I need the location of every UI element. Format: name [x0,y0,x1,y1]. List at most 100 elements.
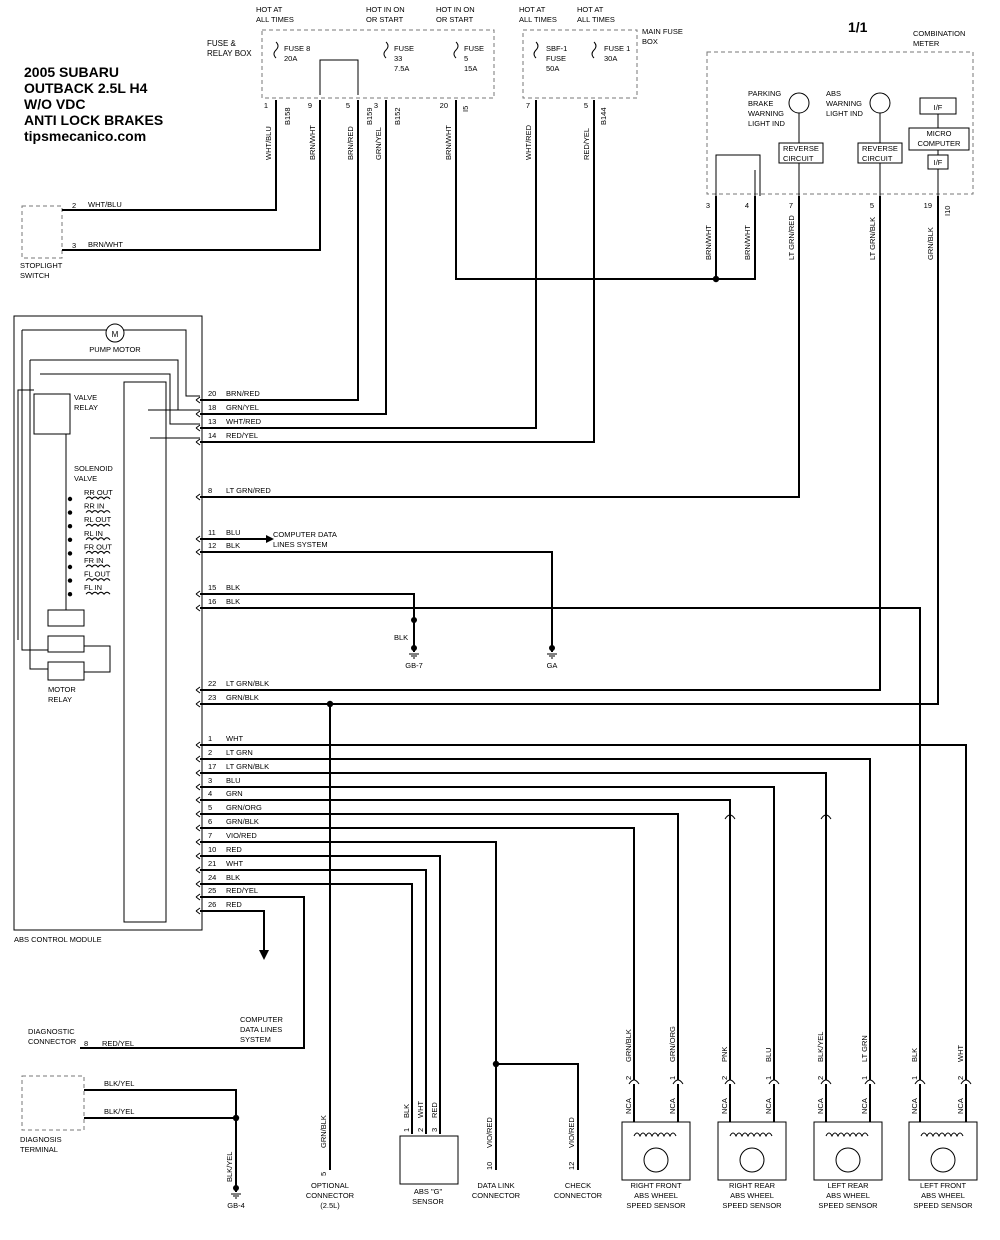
wheel-sensor-label: ABS WHEEL [921,1191,965,1200]
module-pin-number: 22 [208,679,216,688]
module-pin-wire-color: RED [226,900,242,909]
solenoid-coil [85,496,111,500]
main-fuse-box-label: BOX [642,37,658,46]
module-pin-wire-color: GRN/BLK [226,693,259,702]
fuse-rating: 30A [604,54,617,63]
check-connector-label: CHECK [565,1181,591,1190]
wire-color-label: RED/YEL [102,1039,134,1048]
module-pin-wire-color: BLK [226,583,240,592]
micro-computer-label: COMPUTER [918,139,962,148]
pin-number: 7 [526,101,530,110]
solenoid-node [67,551,73,556]
module-pin-wire-color: GRN [226,789,243,798]
wheel-sensor-label: SPEED SENSOR [913,1201,973,1210]
inline-connector [864,1079,876,1085]
pin-number: 1 [910,1076,919,1080]
pin-number: 7 [789,201,793,210]
module-pin-number: 20 [208,389,216,398]
wire-color-label: VIO/RED [485,1117,494,1148]
wire-lt-grn-lr [200,758,871,1080]
diagnostic-connector-label: CONNECTOR [28,1037,77,1046]
wire-color-label: BRN/WHT [704,225,713,260]
solenoid-node [67,537,73,542]
wire-lt-grn-red [200,196,800,498]
meter-internal-wire [715,154,761,196]
optional-connector-label: CONNECTOR [306,1191,355,1200]
fuse-power-label: HOT AT [519,5,546,14]
wire-color-label: LT GRN/BLK [868,217,877,260]
pin-number: 20 [440,101,448,110]
module-pin-number: 18 [208,403,216,412]
pin-chevron [195,604,201,612]
module-pin-number: 7 [208,831,212,840]
wire-lt-grn-blk [200,196,881,691]
solenoid-label: FR IN [84,556,104,565]
inline-connector [768,1079,780,1085]
wheel-sensor-label: SPEED SENSOR [626,1201,686,1210]
solenoid-node [67,524,73,529]
module-internal-wire [21,330,48,651]
module-pin-wire-color: WHT/RED [226,417,262,426]
pin-chevron [195,893,201,901]
nca-label: NCA [910,1098,919,1114]
arrow-head [266,535,274,543]
computer-data-lines-label: LINES SYSTEM [273,540,328,549]
wire-blk-gsensor [200,883,413,1134]
wire-brn-wht-main [455,100,716,280]
ground-gb7-label: GB-7 [405,661,423,670]
fuse-power-label: ALL TIMES [519,15,557,24]
solenoid-label: RR OUT [84,488,113,497]
combination-meter-label: METER [913,39,940,48]
pin-chevron [195,838,201,846]
module-pin-wire-color: GRN/BLK [226,817,259,826]
fuse-rating: 50A [546,64,559,73]
module-pin-number: 4 [208,789,212,798]
wire-color-label: GRN/BLK [319,1115,328,1148]
abs-control-module-label: ABS CONTROL MODULE [14,935,102,944]
solenoid-coil [85,537,111,541]
splice-dot [233,1185,239,1191]
fuse-relay-box-label: RELAY BOX [207,49,252,58]
title-line: OUTBACK 2.5L H4 [24,80,148,96]
wire-color-label: VIO/RED [567,1117,576,1148]
pin-chevron [195,741,201,749]
fuse-relay-box-outline [261,29,495,99]
module-pin-number: 10 [208,845,216,854]
wire-lt-grn-blk [200,772,827,1080]
wire-id: B159 [365,107,374,125]
module-internal-wire [30,359,200,411]
inline-connector [914,1079,926,1085]
fuse-symbol [383,41,389,59]
module-internal-wire [40,373,200,425]
wire-grn-yel [200,100,387,415]
wire-color-label: BLK/YEL [104,1079,134,1088]
module-pin-number: 17 [208,762,216,771]
wire-color-label: WHT/BLU [264,126,273,160]
pin-number: 1 [860,1076,869,1080]
pin-number: 10 [485,1162,494,1170]
wire-red-arrow [200,910,265,950]
website-label: tipsmecanico.com [24,128,146,144]
wire-color-label: BLU [764,1047,773,1062]
module-pin-wire-color: GRN/ORG [226,803,262,812]
module-pin-number: 23 [208,693,216,702]
wire-color-label: BLK/YEL [816,1032,825,1062]
fuse-name: SBF-1 [546,44,567,53]
wire-color-label: GRN/BLK [926,227,935,260]
solenoid-coil [85,578,111,582]
pin-number: 5 [346,101,350,110]
pump-motor-m: M [112,330,119,339]
module-pin-wire-color: BLK [226,597,240,606]
nca-label: NCA [668,1098,677,1114]
module-pin-number: 2 [208,748,212,757]
wire-vio-red-branch [495,1063,579,1170]
pin-number: 5 [870,201,874,210]
pin-number: 1 [668,1076,677,1080]
wire-brn-wht [62,100,321,251]
wire-blk-ga [200,551,553,652]
wire-id: B158 [283,107,292,125]
diagnostic-connector-label: DIAGNOSTIC [28,1027,75,1036]
pin-chevron [195,438,201,446]
wire-blk-lf [200,607,921,1080]
pin-chevron [195,769,201,777]
